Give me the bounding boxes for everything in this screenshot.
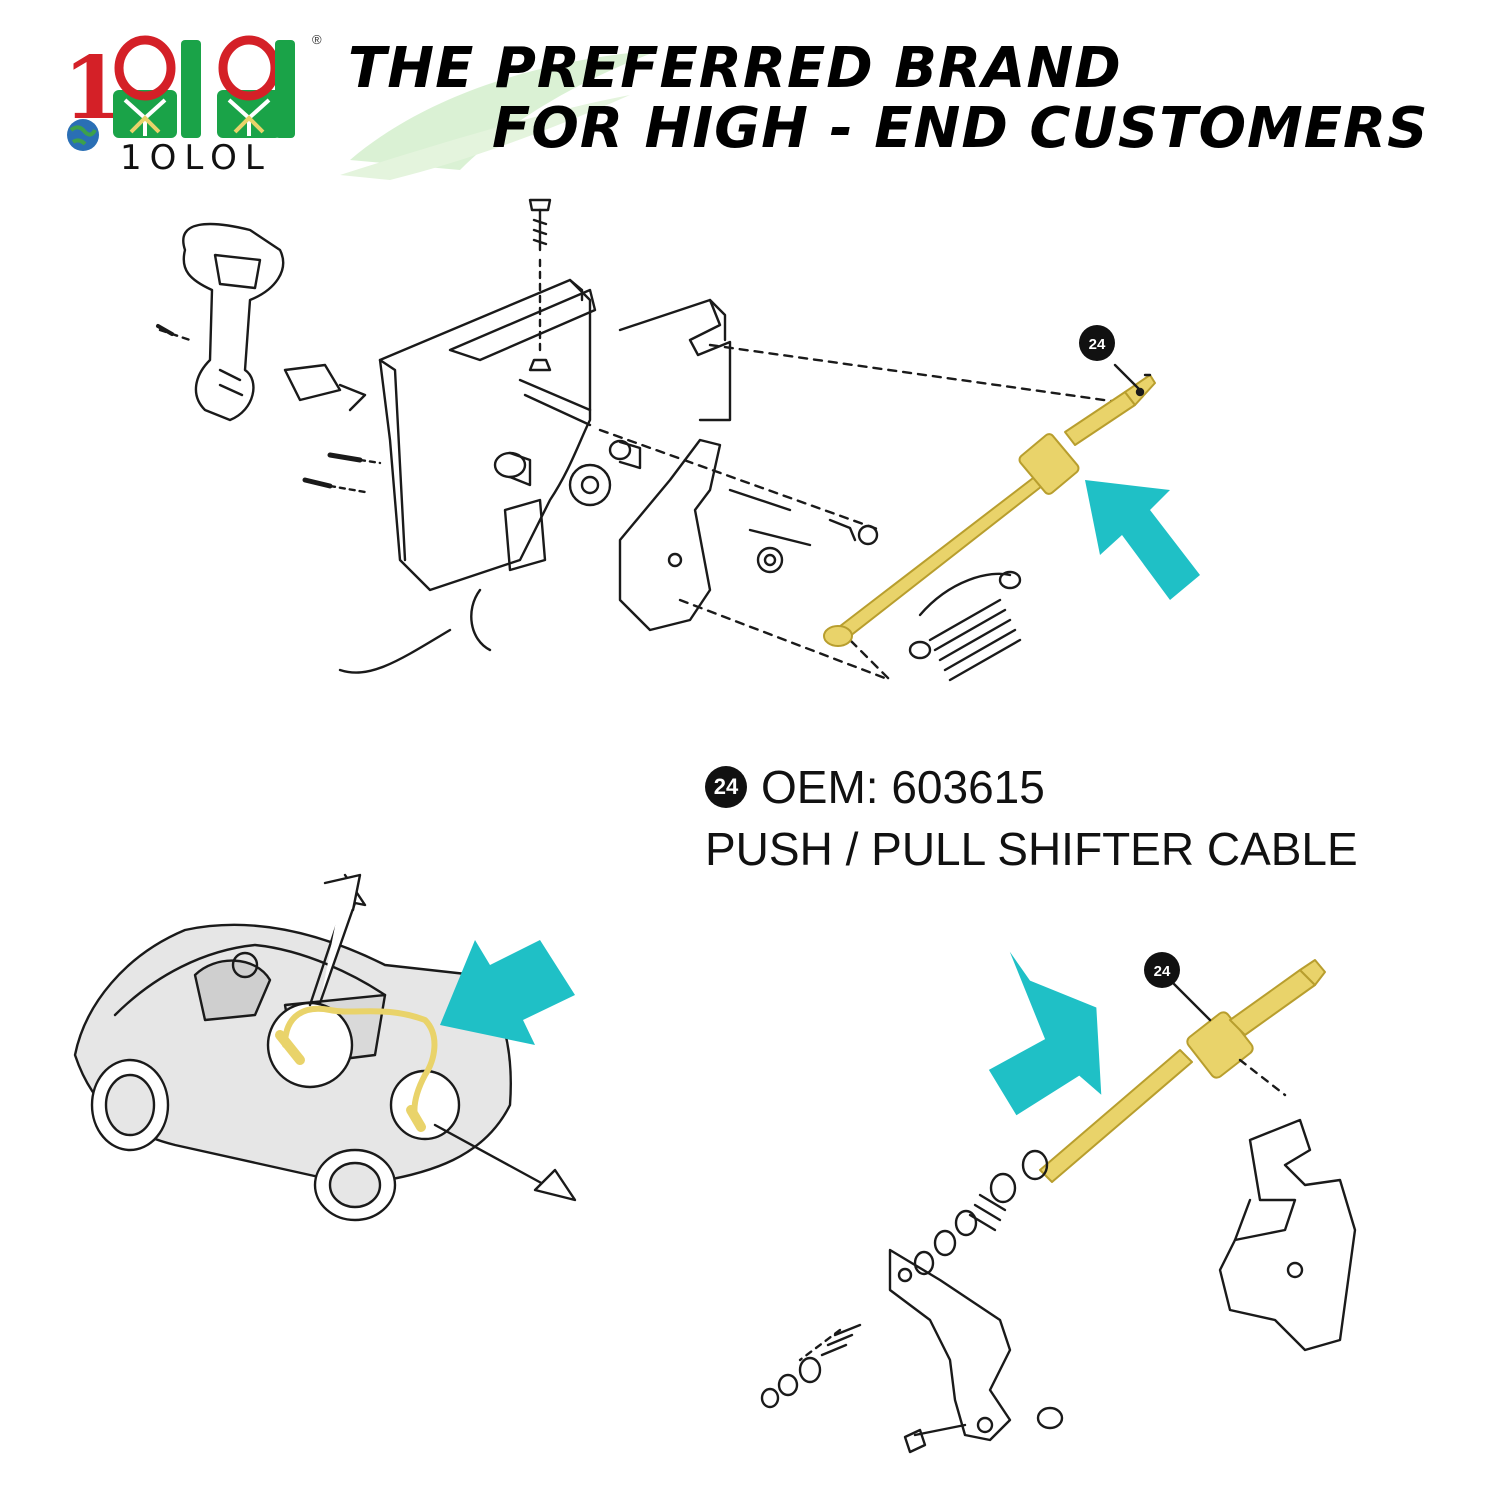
exploded-assembly-diagram: 24 bbox=[156, 198, 1200, 682]
teal-arrow-icon bbox=[440, 940, 575, 1045]
part-name: PUSH / PULL SHIFTER CABLE bbox=[705, 823, 1358, 875]
callout-number-badge: 24 bbox=[705, 765, 747, 808]
golf-cart-location-diagram bbox=[73, 873, 577, 1222]
logo-wordmark: 1OLOL bbox=[120, 138, 272, 178]
globe-icon bbox=[67, 119, 99, 151]
push-pull-shifter-cable bbox=[1039, 959, 1326, 1183]
oem-number-line: 24 OEM: 603615 bbox=[705, 760, 1045, 814]
svg-text:24: 24 bbox=[1089, 336, 1106, 353]
svg-text:1: 1 bbox=[63, 38, 123, 139]
tagline-line-2: FOR HIGH - END CUSTOMERS bbox=[492, 96, 1429, 161]
teal-arrow-icon bbox=[1085, 480, 1200, 600]
svg-text:24: 24 bbox=[1154, 963, 1171, 980]
spring bbox=[908, 570, 1022, 682]
registered-mark: ® bbox=[312, 32, 322, 47]
push-pull-shifter-cable bbox=[823, 374, 1156, 647]
shift-handle bbox=[182, 222, 285, 422]
callout-badge-24: 24 bbox=[1079, 325, 1115, 361]
tagline-line-1: THE PREFERRED BRAND bbox=[348, 36, 1122, 101]
cable-linkage-diagram: 24 bbox=[760, 951, 1357, 1454]
brush-stroke-decoration bbox=[340, 50, 660, 180]
oem-label: OEM: 603615 bbox=[761, 761, 1045, 813]
teal-arrow-icon bbox=[988, 951, 1102, 1116]
callout-badge-24: 24 bbox=[1144, 952, 1180, 988]
brand-logo: 1 bbox=[63, 35, 295, 151]
